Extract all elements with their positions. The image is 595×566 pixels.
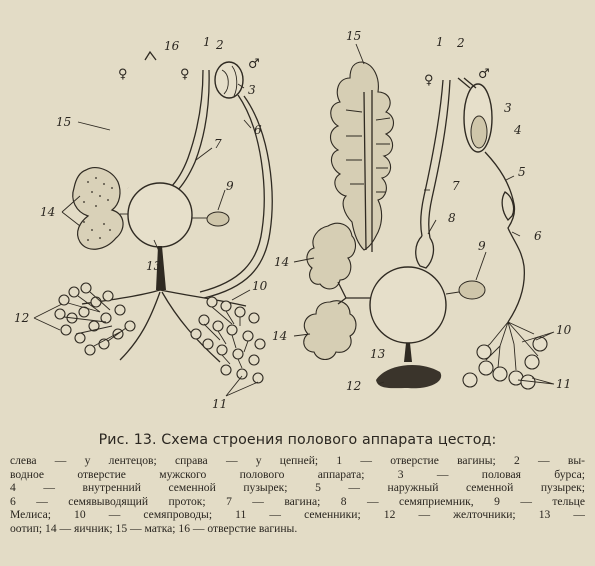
left-uterine-pore [144, 50, 157, 61]
caption-line-4: 6 — семявыводящий проток; 7 — вагина; 8 … [10, 494, 585, 508]
left-label-6: 6 [254, 123, 262, 137]
right-internal-seminal-vesicle [470, 115, 488, 149]
left-label-9: 9 [226, 179, 234, 193]
right-label-13: 13 [370, 347, 386, 361]
left-sperm-duct [199, 94, 265, 293]
left-ovary [72, 167, 124, 250]
left-label-7: 7 [214, 137, 222, 151]
right-ovary-links [337, 281, 372, 305]
left-uterus-inner [102, 56, 152, 191]
right-label-6: 6 [534, 229, 542, 243]
left-label-2: 2 [215, 38, 224, 52]
left-vagina-2 [175, 69, 210, 193]
left-label-13: 13 [146, 259, 162, 273]
left-label-1: 1 [203, 35, 211, 49]
right-external-seminal-vesicle [501, 191, 515, 221]
left-vitelline-stalk [156, 246, 166, 290]
left-diagram: 16 ♀ 1 2 ♀ ♂ 3 15 6 7 9 14 13 10 12 11 [14, 35, 273, 411]
right-seminal-receptacle [415, 235, 435, 269]
left-sperm-duct-2 [203, 95, 273, 299]
right-sperm-duct [484, 151, 526, 323]
right-cirrus-duct [457, 77, 477, 89]
left-vitellaria-right [190, 296, 266, 384]
right-label-12: 12 [346, 379, 361, 393]
caption-line-6: оотип; 14 — яичник; 15 — матка; 16 — отв… [10, 521, 298, 535]
right-label-14a: 14 [274, 255, 289, 269]
right-ovary-lower [303, 300, 357, 361]
left-vitelline-ducts [81, 289, 247, 363]
right-ootype [369, 266, 447, 344]
caption-body: слева — у лентецов; справа — у цепней; 1… [6, 454, 589, 536]
right-uterus [329, 61, 395, 251]
left-label-10: 10 [252, 279, 268, 293]
left-cirrus-detail [221, 65, 238, 97]
right-label-8: 8 [448, 211, 456, 225]
left-leader-lines [33, 83, 259, 397]
right-uterus-stem [363, 90, 373, 252]
left-label-11: 11 [212, 397, 227, 411]
right-vitellarium [376, 365, 442, 389]
caption-title: Рис. 13. Схема строения полового аппарат… [98, 432, 497, 448]
right-label-5: 5 [518, 165, 526, 179]
right-vitelline-stalk [404, 343, 412, 362]
right-label-14b: 14 [272, 329, 287, 343]
right-label-4: 4 [513, 123, 522, 137]
right-vagina [420, 79, 444, 237]
left-label-3: 3 [248, 83, 256, 97]
right-leader-lines [293, 43, 555, 385]
left-label-16: 16 [164, 39, 180, 53]
left-label-14: 14 [40, 205, 55, 219]
right-label-3: 3 [504, 101, 512, 115]
left-male-symbol: ♂ [248, 57, 260, 72]
right-vagina-2 [428, 79, 451, 239]
left-female-symbol-1: ♀ [118, 67, 128, 82]
right-label-7: 7 [452, 179, 460, 193]
left-vitellaria-left [54, 282, 136, 356]
caption-line-3: 4 — внутренний семенной пузырек; 5 — нар… [10, 481, 585, 495]
right-label-1: 1 [436, 35, 444, 49]
caption-line-5: Мелиса; 10 — семяпроводы; 11 — семенники… [10, 508, 585, 522]
caption-line-2: водное отверстие мужского полового аппар… [10, 467, 585, 481]
right-label-9: 9 [478, 239, 486, 253]
left-ootype [127, 182, 193, 248]
right-ovary-upper [306, 222, 357, 290]
right-mehlis-gland [458, 280, 486, 300]
right-male-symbol: ♂ [478, 67, 490, 82]
left-vagina [169, 69, 204, 189]
right-mehlis-link [445, 291, 460, 295]
right-label-15: 15 [346, 29, 361, 43]
left-mehlis-gland [206, 211, 230, 227]
right-female-symbol: ♀ [424, 73, 434, 88]
right-diagram: 15 1 2 ♀ ♂ 3 4 5 7 8 6 9 14 14 13 10 12 … [272, 29, 572, 393]
right-uterus-notches [345, 109, 391, 193]
left-ovary-dots [83, 177, 113, 241]
cestode-reproductive-system-figure: 16 ♀ 1 2 ♀ ♂ 3 15 6 7 9 14 13 10 12 11 [14, 29, 572, 411]
figure-caption: Рис. 13. Схема строения полового аппарат… [6, 432, 589, 536]
right-testes [462, 321, 548, 390]
left-cirrus-sac [214, 61, 244, 99]
right-label-11: 11 [556, 377, 571, 391]
left-label-15: 15 [56, 115, 71, 129]
right-label-10: 10 [556, 323, 572, 337]
caption-line-1: слева — у лентецов; справа — у цепней; 1… [10, 454, 585, 467]
left-label-12: 12 [14, 311, 29, 325]
left-female-symbol-2: ♀ [180, 67, 190, 82]
right-label-2: 2 [456, 36, 465, 50]
